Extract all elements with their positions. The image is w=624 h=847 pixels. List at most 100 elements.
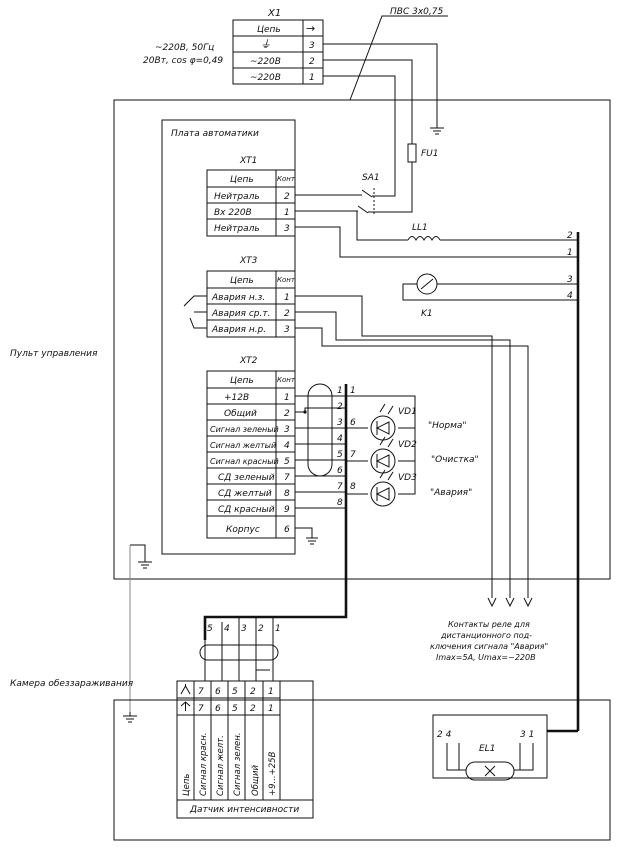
sensor-column-label: Цепь: [182, 774, 192, 796]
lamp-pins-right: 3 1: [520, 730, 534, 740]
sensor-title: Датчик интенсивности: [189, 805, 299, 815]
wire-num: 7: [350, 450, 356, 460]
sensor-column-label: +9...+25В: [268, 751, 278, 796]
xt3-row-label: Авария н.з.: [211, 293, 265, 303]
wire-num: 1: [337, 386, 343, 396]
lamp-label: EL1: [479, 744, 495, 754]
wire-num: 3: [337, 418, 343, 428]
wire-num: 2: [337, 402, 343, 412]
sensor-column-label: Общий: [251, 765, 261, 796]
wire-num: 6: [350, 418, 356, 428]
wire-alarm-no: [295, 327, 529, 598]
wire-phase-1: [323, 75, 396, 197]
x1-pin-num: 3: [309, 41, 315, 51]
supply-spec-line2: 20Вт, cos φ=0,49: [143, 56, 223, 66]
xt2-row-label: Сигнал зеленый: [210, 425, 279, 434]
cable-bundle-marker: [199, 644, 279, 661]
xt2-pin-num: 2: [284, 409, 290, 419]
automation-board-label: Плата автоматики: [171, 129, 259, 139]
xt2-wires: 1 2 3 4 5 6 7 8 1 6 7 8: [295, 383, 356, 509]
cable-label: ПВС 3х0,75: [390, 7, 443, 17]
xt2-row-label: +12В: [224, 393, 249, 403]
chamber-frame: [113, 699, 611, 841]
xt2-pin-num: 1: [284, 393, 290, 403]
sensor-socket-num: 6: [215, 704, 221, 714]
uv-lamp-el1: 2 4 3 1 EL1: [432, 714, 578, 781]
x1-pin-num: 1: [309, 73, 315, 83]
bundle-num: 2: [258, 624, 264, 634]
bus-num: 1: [567, 248, 573, 258]
wire-alarm-common: [295, 311, 511, 598]
xt2-row-label: Сигнал желтый: [210, 441, 276, 450]
led-vd1: VD1 "Норма": [370, 403, 467, 441]
wire-num: 7: [337, 482, 343, 492]
terminal-block-xt2: XT2 Цепь Конт +12В 1 Общий 2 Сигнал зеле…: [206, 356, 296, 539]
led-caption: "Норма": [428, 421, 467, 431]
intensity-sensor: 7 6 5 2 1 7 6 5 2 1 Цепь Сигнал красн. С…: [176, 680, 314, 819]
xt2-row-label: СД красный: [218, 505, 275, 515]
bundle-num: 5: [207, 624, 213, 634]
bus-num: 2: [567, 231, 573, 241]
led-common-bus: [346, 395, 416, 495]
panel-ground-symbol: [130, 544, 152, 569]
arrow-icon: →: [306, 22, 315, 35]
wire-phase-2: [323, 59, 413, 144]
x1-title: X1: [267, 8, 281, 19]
relay-contact-symbol: [183, 295, 207, 329]
supply-spec-line1: ~220В, 50Гц: [155, 43, 214, 53]
harness-to-chamber: [203, 612, 348, 640]
sensor-column-label: Сигнал зелен.: [233, 733, 243, 797]
sensor-plug-num: 1: [268, 687, 274, 697]
xt2-row-label: Общий: [224, 409, 257, 419]
xt3-title: XT3: [239, 256, 258, 266]
wire-num: 1: [350, 386, 356, 396]
wire-alarm-nc: [295, 295, 493, 598]
relay-note-line: ключения сигнала "Авария": [430, 642, 548, 651]
cable-leader: [349, 15, 448, 101]
xt2-pin-num: 4: [284, 441, 290, 451]
xt3-header-circuit: Цепь: [230, 276, 254, 286]
ground-icon: ⏚: [260, 38, 271, 51]
relay-k1: [402, 273, 578, 301]
choke-ll1: [407, 236, 441, 242]
wire-num: 8: [350, 482, 356, 492]
switch-sa1: [295, 188, 376, 214]
x1-row-label: ~220В: [250, 73, 281, 83]
xt3-row-label: Авария н.р.: [211, 325, 266, 335]
xt1-header-contact: Конт: [277, 175, 296, 183]
xt2-row-label: СД желтый: [218, 489, 272, 499]
choke-label: LL1: [412, 223, 428, 233]
led-label: VD1: [398, 407, 417, 417]
bundle-num: 3: [241, 624, 247, 634]
sensor-column-label: Сигнал красн.: [199, 733, 209, 797]
bus-num: 4: [567, 291, 573, 301]
xt2-pin-num: 7: [284, 473, 290, 483]
x1-header-circuit: Цепь: [257, 25, 281, 35]
xt3-pin-num: 3: [284, 325, 290, 335]
sensor-plug-num: 6: [215, 687, 221, 697]
chamber-ground-symbol: [123, 712, 137, 723]
plug-icon: [180, 684, 191, 695]
chamber-cable: 5 4 3 2 1: [199, 617, 281, 681]
xt2-row-label: Корпус: [226, 525, 260, 535]
led-label: VD3: [398, 473, 417, 483]
switch-label: SA1: [362, 173, 380, 183]
terminal-block-x1: X1 Цепь → ⏚ 3 ~220В 2 ~220В 1: [232, 8, 324, 85]
terminal-block-xt1: XT1 Цепь Конт Нейтраль 2 Вх 220В 1 Нейтр…: [206, 156, 296, 237]
sensor-plug-num: 2: [250, 687, 256, 697]
socket-icon: [180, 701, 191, 711]
sensor-socket-num: 1: [268, 704, 274, 714]
led-label: VD2: [398, 440, 417, 450]
sensor-socket-num: 2: [250, 704, 256, 714]
xt3-header-contact: Конт: [277, 276, 296, 284]
xt2-pin-num: 8: [284, 489, 290, 499]
ground-symbol: [430, 127, 444, 135]
relay-note-line: дистанционного под-: [440, 631, 532, 640]
xt1-row-label: Вх 220В: [214, 208, 252, 218]
sensor-plug-num: 5: [232, 687, 238, 697]
bundle-num: 4: [224, 624, 230, 634]
xt2-pin-num: 6: [284, 525, 290, 535]
wire-ground: [323, 43, 438, 128]
sensor-column-label: Сигнал желт.: [216, 735, 226, 796]
bundle-num: 1: [275, 624, 281, 634]
